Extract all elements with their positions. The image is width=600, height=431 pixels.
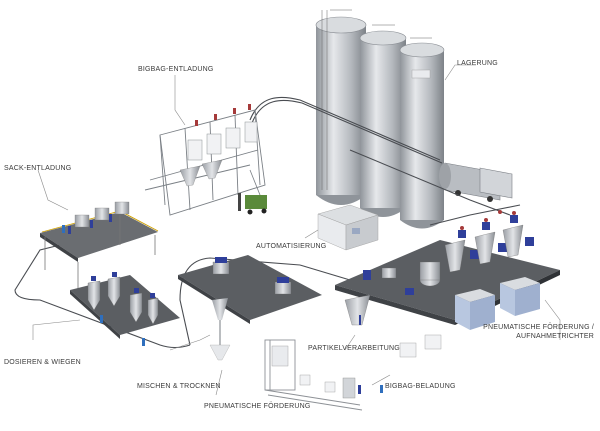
bigbag-unloading-structure [144, 104, 266, 216]
label-line-2: AUFNAHMETRICHTER [516, 333, 594, 340]
control-room [317, 204, 379, 251]
label-bigbag-beladung: BIGBAG-BELADUNG [385, 383, 456, 390]
silo-1 [315, 9, 367, 205]
label-bigbag-entladung: BIGBAG-ENTLADUNG [138, 66, 214, 73]
workers [62, 225, 383, 393]
label-mischen-trocknen: MISCHEN & TROCKNEN [137, 383, 221, 390]
label-automatisierung: AUTOMATISIERUNG [256, 243, 327, 250]
label-lagerung: LAGERUNG [457, 60, 498, 67]
storage-silos [315, 9, 445, 229]
bigbag-filling-line [264, 339, 363, 411]
label-dosieren-wiegen: DOSIEREN & WIEGEN [4, 359, 81, 366]
leader-lines [32, 64, 561, 396]
label-sack-entladung: SACK-ENTLADUNG [4, 165, 72, 172]
silo-2 [359, 24, 407, 217]
dosing-weighing-platform [70, 272, 180, 339]
mixing-drying-platform [178, 255, 322, 361]
label-partikelverarbeitung: PARTIKELVERARBEITUNG [308, 345, 400, 352]
label-line-1: PNEUMATISCHE FÖRDERUNG / [483, 324, 594, 331]
particle-processing-platform [335, 210, 560, 358]
sack-unloading-platform [40, 201, 159, 290]
tanker-truck [439, 162, 513, 202]
label-pneumatische-foerderung: PNEUMATISCHE FÖRDERUNG [204, 403, 311, 410]
label-pneumatische-foerderung-aufnahmetrichter: PNEUMATISCHE FÖRDERUNG / AUFNAHMETRICHTE… [483, 323, 594, 341]
silo-3 [399, 37, 445, 229]
receiving-hoppers [455, 277, 540, 330]
forklift [238, 193, 267, 215]
